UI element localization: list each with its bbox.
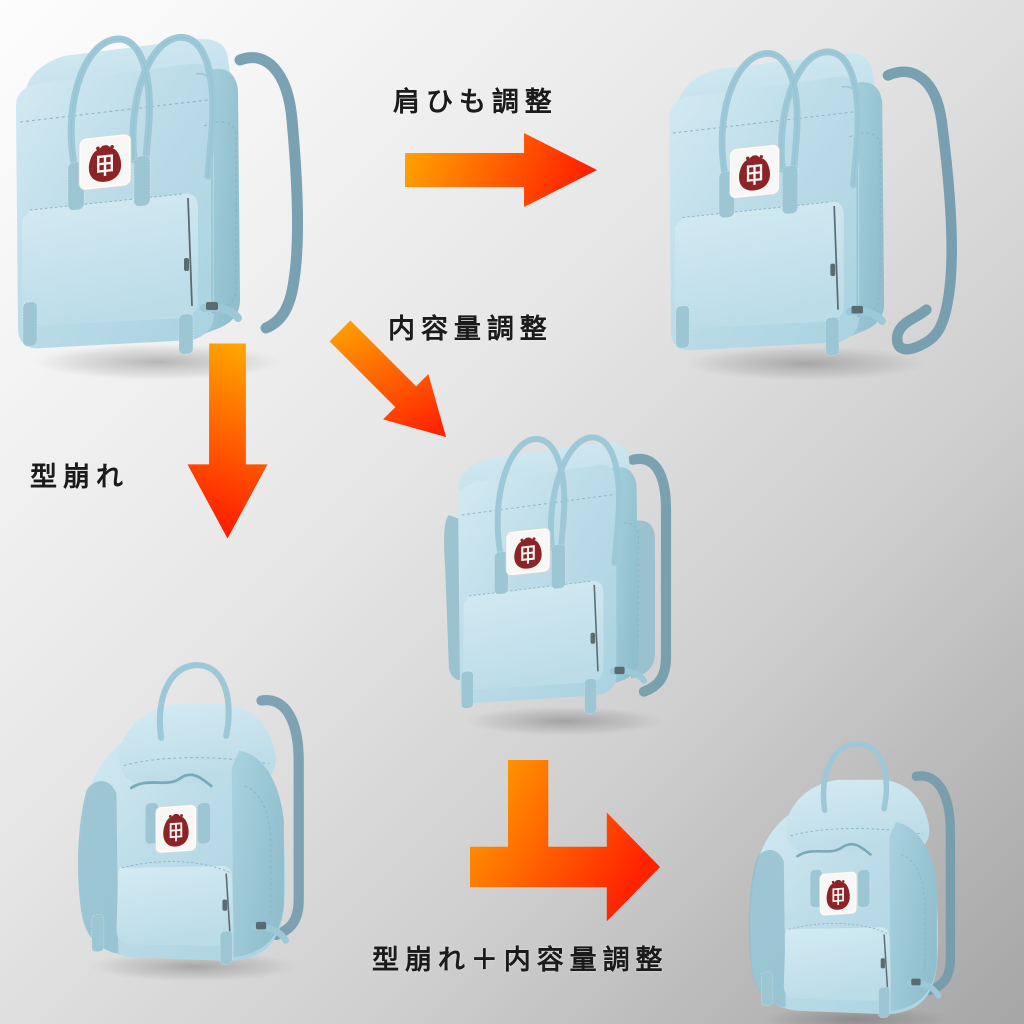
side-pocket-seam	[849, 132, 881, 318]
front-zip-pocket	[674, 201, 844, 329]
zipper-pull	[222, 899, 228, 911]
collar-wrinkle	[129, 773, 213, 790]
buckle	[911, 978, 921, 986]
strap-mesh-tab	[878, 986, 890, 1019]
lid-seam	[672, 111, 854, 134]
backpack-render	[77, 662, 304, 982]
carry-handles	[156, 662, 232, 741]
arrow-diagonal-icon	[317, 308, 468, 459]
carry-handles	[820, 741, 890, 814]
strap-mesh-tab	[857, 869, 870, 908]
brand-patch	[155, 804, 197, 854]
buckle	[206, 302, 218, 310]
shoulder-straps-rear	[256, 695, 304, 941]
left-collapsed-wing	[748, 849, 786, 1008]
arrow-corner-bottom-icon	[470, 760, 660, 922]
brand-patch	[505, 527, 551, 576]
shoulder-straps-rear	[234, 52, 304, 334]
drop-shadow	[685, 346, 926, 381]
shoulder-straps-rear	[911, 771, 956, 996]
strap-mesh-tab	[494, 551, 509, 595]
pocket-zipper	[187, 197, 193, 307]
front-zip-pocket	[463, 580, 604, 690]
side-pocket-seam	[244, 785, 272, 917]
strap-mesh-tab	[197, 802, 211, 845]
front-zip-pocket	[22, 193, 198, 326]
arrow-down-left-icon	[187, 343, 268, 539]
brand-patch	[819, 871, 858, 917]
strap-mesh-tab	[551, 543, 566, 590]
label-shoulder-strap: 肩ひも調整	[393, 87, 558, 118]
backpack-render	[748, 741, 956, 1024]
backpack-render	[16, 33, 304, 380]
pocket-zipper	[225, 873, 231, 934]
zipper-pull	[590, 632, 596, 644]
label-deformation: 型崩れ	[30, 462, 129, 493]
buckle	[255, 921, 267, 930]
lid-seam	[19, 99, 209, 123]
pocket-zipper	[883, 934, 889, 989]
label-deform-capacity: 型崩れ＋内容量調整	[372, 945, 669, 976]
label-capacity: 内容量調整	[388, 314, 553, 345]
backpack-deformed-capacity	[735, 727, 990, 1024]
strap-mesh-tab	[584, 678, 597, 715]
lid-seam	[123, 757, 270, 767]
pocket-zipper	[833, 205, 839, 310]
backpack-capacity-adjusted	[436, 406, 712, 737]
strap-mesh-tab	[675, 305, 690, 349]
backpack-render	[669, 48, 958, 381]
backpack-render	[444, 434, 672, 736]
arrow-right-top-icon	[405, 133, 597, 207]
strap-mesh-tab	[219, 930, 233, 966]
left-collapsed-wing	[77, 781, 119, 954]
side-pocket-seam	[203, 121, 237, 315]
pocket-top-stitch	[469, 580, 591, 597]
backpack-straps-adjusted	[661, 29, 968, 382]
front-zip-pocket	[783, 927, 891, 1001]
pocket-top-stitch	[121, 861, 232, 874]
front-zip-pocket	[116, 865, 234, 947]
buckle	[614, 666, 625, 675]
pocket-zipper	[593, 584, 599, 672]
pocket-top-stitch	[29, 193, 183, 211]
strap-mesh-tab	[782, 165, 799, 215]
brand-patch	[78, 133, 132, 191]
pocket-top-stitch	[788, 923, 890, 935]
brand-patch	[729, 144, 780, 199]
backpack-deformed	[63, 647, 342, 982]
strap-mesh-tab	[178, 313, 194, 355]
strap-mesh-tab	[461, 670, 474, 709]
backpack-original	[8, 14, 328, 382]
collar-wrinkle	[796, 842, 872, 858]
side-pocket-seam	[618, 522, 639, 648]
zipper-pull	[830, 263, 836, 277]
strap-mesh-tab	[825, 316, 840, 357]
strap-mesh-tab	[22, 301, 38, 347]
side-pocket-seam	[900, 854, 926, 974]
drop-shadow	[90, 951, 299, 982]
drop-shadow	[465, 706, 665, 736]
buckle	[851, 305, 863, 314]
lid-seam	[790, 828, 924, 837]
strap-mesh-tab	[91, 914, 105, 953]
zipper-pull	[184, 258, 189, 271]
strap-mesh-tab	[761, 971, 773, 1007]
strap-mesh-tab	[133, 155, 151, 207]
zipper-pull	[880, 958, 885, 969]
pocket-top-stitch	[682, 201, 829, 218]
carry-handles	[494, 434, 622, 572]
